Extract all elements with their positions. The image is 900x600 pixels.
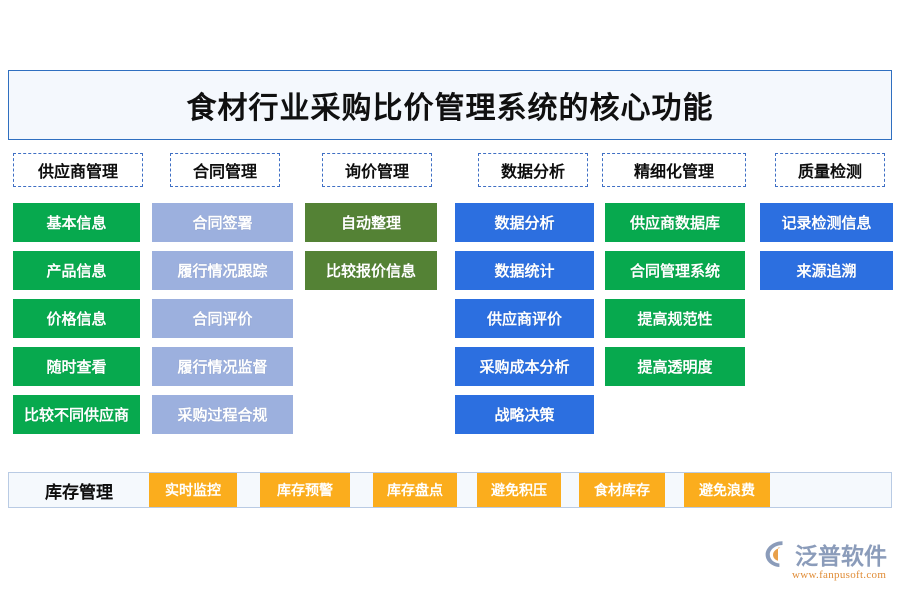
- feature-chip[interactable]: 产品信息: [13, 251, 140, 290]
- feature-chip[interactable]: 基本信息: [13, 203, 140, 242]
- logo-company-name: 泛普软件: [795, 543, 887, 569]
- inventory-chip[interactable]: 避免积压: [477, 473, 561, 507]
- category-header-label: 数据分析: [500, 164, 565, 181]
- fanpu-crescent-logo-icon: [765, 541, 784, 567]
- inventory-chip[interactable]: 食材库存: [579, 473, 665, 507]
- feature-column-1: 基本信息产品信息价格信息随时查看比较不同供应商: [13, 203, 140, 443]
- category-header-label: 询价管理: [344, 164, 409, 181]
- feature-chip[interactable]: 价格信息: [13, 299, 140, 338]
- category-header-label: 精细化管理: [633, 164, 714, 181]
- feature-chip[interactable]: 采购过程合规: [152, 395, 293, 434]
- feature-column-6: 记录检测信息来源追溯: [760, 203, 893, 299]
- feature-column-5: 供应商数据库合同管理系统提高规范性提高透明度: [605, 203, 745, 395]
- inventory-chip-list: 实时监控库存预警库存盘点避免积压食材库存避免浪费: [149, 473, 891, 507]
- feature-chip[interactable]: 供应商数据库: [605, 203, 745, 242]
- category-header-3[interactable]: 询价管理: [322, 153, 432, 187]
- feature-columns: 基本信息产品信息价格信息随时查看比较不同供应商合同签署履行情况跟踪合同评价履行情…: [0, 203, 900, 443]
- feature-chip[interactable]: 随时查看: [13, 347, 140, 386]
- feature-chip[interactable]: 供应商评价: [455, 299, 594, 338]
- feature-chip[interactable]: 合同管理系统: [605, 251, 745, 290]
- feature-chip[interactable]: 比较报价信息: [305, 251, 437, 290]
- category-header-1[interactable]: 供应商管理: [13, 153, 143, 187]
- feature-column-4: 数据分析数据统计供应商评价采购成本分析战略决策: [455, 203, 594, 443]
- category-header-2[interactable]: 合同管理: [170, 153, 280, 187]
- feature-chip[interactable]: 提高透明度: [605, 347, 745, 386]
- category-header-label: 供应商管理: [37, 164, 118, 181]
- feature-chip[interactable]: 数据统计: [455, 251, 594, 290]
- feature-chip[interactable]: 合同签署: [152, 203, 293, 242]
- feature-chip[interactable]: 合同评价: [152, 299, 293, 338]
- inventory-management-label: 库存管理: [45, 482, 113, 502]
- category-header-5[interactable]: 精细化管理: [602, 153, 746, 187]
- feature-column-3: 自动整理比较报价信息: [305, 203, 437, 299]
- feature-chip[interactable]: 提高规范性: [605, 299, 745, 338]
- inventory-management-bar: 库存管理 实时监控库存预警库存盘点避免积压食材库存避免浪费: [8, 472, 892, 508]
- feature-chip[interactable]: 记录检测信息: [760, 203, 893, 242]
- feature-column-2: 合同签署履行情况跟踪合同评价履行情况监督采购过程合规: [152, 203, 293, 443]
- feature-chip[interactable]: 履行情况监督: [152, 347, 293, 386]
- feature-chip[interactable]: 履行情况跟踪: [152, 251, 293, 290]
- logo-top-row: 泛普软件: [762, 538, 887, 570]
- feature-chip[interactable]: 战略决策: [455, 395, 594, 434]
- category-header-row: 供应商管理 合同管理 询价管理 数据分析 精细化管理 质量检测: [0, 153, 900, 187]
- inventory-chip[interactable]: 库存预警: [260, 473, 350, 507]
- feature-chip[interactable]: 来源追溯: [760, 251, 893, 290]
- inventory-chip[interactable]: 实时监控: [149, 473, 237, 507]
- feature-chip[interactable]: 比较不同供应商: [13, 395, 140, 434]
- feature-chip[interactable]: 自动整理: [305, 203, 437, 242]
- inventory-chip[interactable]: 库存盘点: [373, 473, 457, 507]
- category-header-label: 合同管理: [192, 164, 257, 181]
- brand-logo: 泛普软件 www.fanpusoft.com: [762, 538, 894, 588]
- category-header-4[interactable]: 数据分析: [478, 153, 588, 187]
- inventory-chip[interactable]: 避免浪费: [684, 473, 770, 507]
- page-title: 食材行业采购比价管理系统的核心功能: [186, 92, 714, 125]
- title-banner: 食材行业采购比价管理系统的核心功能: [8, 70, 892, 140]
- logo-website-url: www.fanpusoft.com: [792, 569, 887, 581]
- category-header-label: 质量检测: [797, 164, 862, 181]
- category-header-6[interactable]: 质量检测: [775, 153, 885, 187]
- feature-chip[interactable]: 采购成本分析: [455, 347, 594, 386]
- feature-chip[interactable]: 数据分析: [455, 203, 594, 242]
